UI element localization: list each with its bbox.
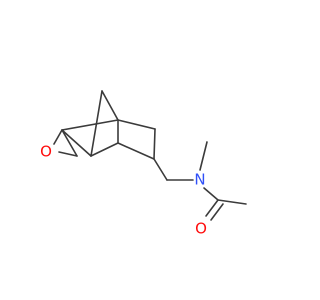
bond-c-c bbox=[117, 142, 155, 160]
bonds bbox=[53, 90, 247, 221]
bond-c-c bbox=[153, 128, 156, 160]
oxygen-atom-carbonyl: O bbox=[195, 220, 207, 238]
oxygen-atom-epoxide: O bbox=[40, 143, 52, 161]
bond-c-n bbox=[199, 141, 208, 171]
bond-c-o-double bbox=[205, 199, 219, 217]
nitrogen-atom: N bbox=[194, 171, 205, 189]
bond-c-o bbox=[58, 151, 78, 157]
molecule-structure: O N O bbox=[40, 90, 247, 238]
bond-c-c bbox=[61, 119, 119, 131]
bond-c-o bbox=[53, 129, 63, 145]
bond-c-c bbox=[117, 119, 156, 130]
bond-c-c bbox=[217, 199, 247, 205]
bond-c-o-double bbox=[210, 203, 224, 221]
bond-c-c bbox=[61, 129, 78, 157]
molecule-canvas: O N O bbox=[40, 90, 247, 238]
bond-c-n bbox=[203, 187, 219, 201]
atom-labels: O N O bbox=[40, 143, 207, 238]
bond-c-c bbox=[153, 158, 168, 181]
bond-c-c bbox=[101, 90, 119, 121]
bond-c-c bbox=[61, 129, 92, 157]
bond-c-c bbox=[90, 142, 119, 157]
